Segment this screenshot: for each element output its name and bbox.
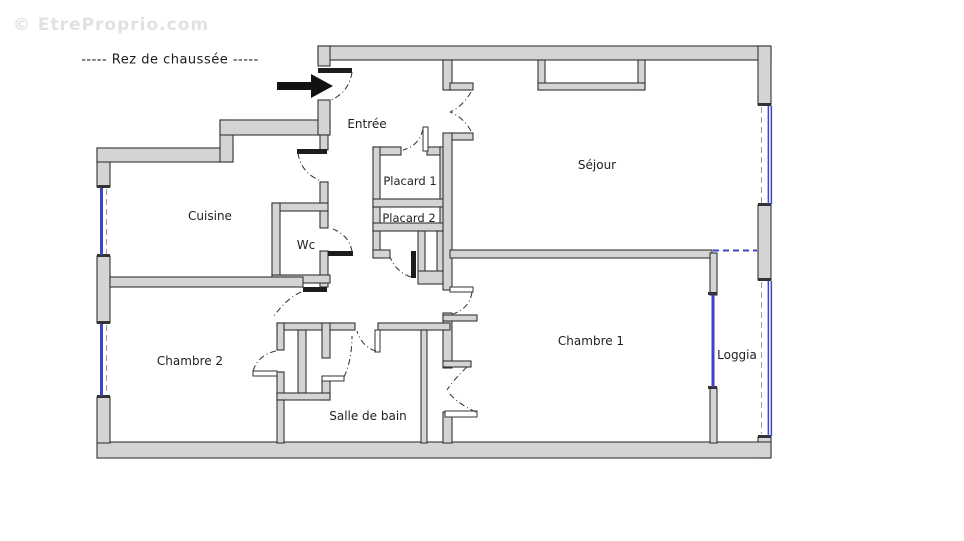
window-sejour [761, 106, 773, 204]
room-label-salle-de-bain: Salle de bain [329, 409, 407, 423]
closet-block [276, 322, 356, 444]
room-label-entree: Entrée [347, 117, 387, 131]
room-label-cuisine: Cuisine [188, 209, 232, 223]
window-chambre-2 [100, 324, 107, 396]
room-label-chambre-1: Chambre 1 [557, 334, 625, 348]
entrance-door-leaf [318, 68, 352, 73]
room-label-chambre-2: Chambre 2 [156, 354, 224, 368]
placard-1-door-leaf [422, 126, 429, 152]
window-chambre-1-loggia [711, 295, 715, 387]
door-arcs [252, 71, 477, 413]
windows [97, 103, 773, 438]
chambre-1-door-leaf [449, 286, 474, 293]
exterior-walls [96, 45, 772, 459]
bath-closet-door-leaf [321, 375, 345, 382]
floor-title: ----- Rez de chaussée ----- [81, 52, 259, 68]
chambre-2-door-leaf [303, 287, 327, 292]
chambre-1-closet-door-leaf [444, 410, 478, 418]
room-label-placard-1: Placard 1 [383, 174, 437, 188]
room-label-placard-2: Placard 2 [382, 211, 436, 225]
room-label-loggia: Loggia [717, 348, 757, 362]
hallway-door-leaf [411, 251, 416, 278]
interior-walls [109, 59, 718, 444]
salle-de-bain-door-leaf [374, 329, 381, 353]
wc-door-leaf [328, 251, 353, 256]
sejour-recess [537, 59, 646, 91]
room-label-wc: Wc [296, 238, 316, 252]
door-leaves [252, 68, 478, 418]
watermark: © EtreProprio.com [13, 15, 210, 35]
chambre-2-closet-door-leaf [252, 370, 278, 377]
room-label-sejour: Séjour [577, 158, 617, 172]
cuisine-door-leaf [297, 149, 327, 154]
entrance-arrow-icon [277, 74, 333, 98]
window-cuisine [100, 188, 107, 255]
window-loggia-right [761, 281, 773, 436]
